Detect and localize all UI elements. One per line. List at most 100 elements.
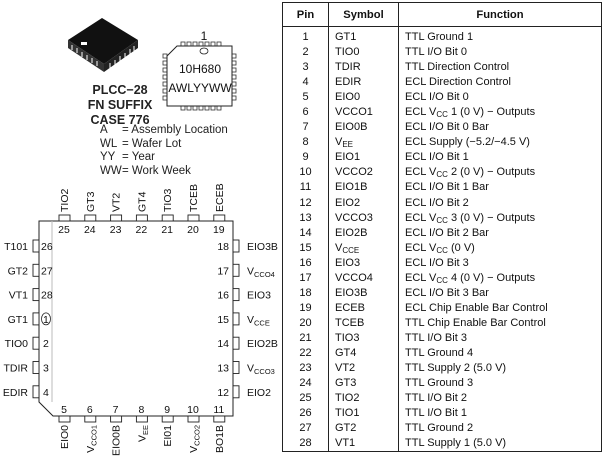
pin-pad — [84, 214, 97, 222]
pin-function: ECL I/O Bit 2 Bar — [405, 226, 489, 239]
pin1-label: 1 — [201, 29, 208, 43]
pin-pad — [187, 415, 200, 423]
pin-pad — [232, 263, 240, 277]
pin-number-label: 27 — [41, 265, 53, 277]
legend-item: A= Assembly Location — [100, 124, 228, 136]
pin-symbol: VEE — [328, 135, 399, 151]
pin-name-label: TCEB — [188, 184, 200, 212]
legend-item: YY= Year — [100, 151, 155, 164]
pin-function: ECL I/O Bit 0 Bar — [405, 121, 489, 134]
pin-number-label: 10 — [187, 404, 199, 416]
pin-number: 2 — [282, 45, 329, 61]
pin-function: ECL I/O Bit 2 — [405, 196, 469, 209]
pin-pad — [232, 385, 240, 399]
pin-number-label: 21 — [161, 224, 173, 236]
pin-function: ECL I/O Bit 3 Bar — [405, 286, 489, 299]
pin-number-label: 20 — [187, 224, 199, 236]
pin-function: ECL I/O Bit 1 — [405, 151, 469, 164]
package-case: CASE 776 — [90, 113, 150, 127]
pin-symbol: GT4 — [328, 345, 399, 362]
pin-number-label: 18 — [217, 241, 229, 253]
pin-number-label: 9 — [164, 404, 170, 416]
pin-function: TTL Ground 3 — [405, 377, 474, 390]
marking-line1: 10H680 — [179, 62, 221, 76]
pin-function: TTL I/O Bit 2 — [405, 392, 467, 405]
pin-number: 15 — [282, 240, 329, 256]
pin-name-label: TIO0 — [5, 338, 28, 350]
pin-pad — [110, 214, 123, 222]
pin-number-label: 3 — [43, 363, 49, 375]
pin-number: 4 — [282, 75, 329, 91]
pin-pad — [187, 214, 200, 222]
pin-symbol: VCCE — [328, 240, 399, 256]
pin-symbol: VCCO4 — [328, 270, 399, 286]
pin-pad — [232, 312, 240, 326]
pin-name-label: ECEB — [214, 183, 226, 212]
pin-name-label: GT4 — [136, 191, 148, 212]
legend-item: WL= Wafer Lot — [100, 137, 182, 150]
chip-body — [38, 220, 234, 417]
header-symbol: Symbol — [328, 2, 399, 27]
pin-pad — [213, 214, 226, 222]
pin-number: 18 — [282, 285, 329, 301]
pin-function: TTL Chip Enable Bar Control — [405, 316, 546, 329]
pin-symbol: TIO1 — [328, 406, 399, 422]
pin-function: ECL VCC 2 (0 V) − Outputs — [405, 166, 536, 180]
marking-line2: AWLYYWW — [168, 81, 232, 95]
pin-number: 1 — [282, 26, 329, 46]
pin-name-label: EIO3 — [247, 290, 271, 302]
pin-name-label: TDIR — [4, 363, 29, 375]
pin-symbol: VCCO1 — [328, 105, 399, 121]
pin-symbol: TIO0 — [328, 45, 399, 61]
pin-number: 7 — [282, 120, 329, 136]
pin-number: 20 — [282, 315, 329, 331]
pin-symbol: EDIR — [328, 75, 399, 91]
pin-number-label: 1 — [43, 314, 49, 326]
pin-symbol: TCEB — [328, 315, 399, 331]
pin-pad — [32, 312, 40, 326]
pin-function: ECL I/O Bit 0 — [405, 91, 469, 104]
pin-number: 21 — [282, 330, 329, 346]
pin-function: ECL I/O Bit 3 — [405, 256, 469, 269]
pin-pad — [232, 288, 240, 302]
pin-number-label: 28 — [41, 290, 53, 302]
pin-number-label: 25 — [58, 224, 70, 236]
pin-name-label: VCCO2 — [188, 425, 202, 453]
pin-name-label: TIO3 — [162, 189, 174, 212]
pin-function: TTL Supply 1 (5.0 V) — [405, 437, 507, 450]
pin-pad — [32, 385, 40, 399]
pin-name-label: VT2 — [111, 193, 123, 212]
package-name: PLCC−28 — [92, 83, 148, 97]
pin-pad — [32, 239, 40, 253]
pin-number-label: 15 — [217, 314, 229, 326]
pin-number: 9 — [282, 150, 329, 166]
pin-pad — [58, 214, 71, 222]
pin-pad — [32, 361, 40, 374]
marking-diagram: 1 10H680 AWLYYWW — [162, 29, 237, 111]
pin-function: TTL Ground 1 — [405, 31, 474, 44]
pin-symbol: GT1 — [328, 26, 399, 46]
pin-pad — [161, 214, 174, 222]
pin-number: 12 — [282, 195, 329, 211]
pin-name-label: VCCE — [247, 314, 270, 328]
pin-pad — [110, 415, 123, 423]
pin-number: 11 — [282, 180, 329, 196]
pin-number-label: 17 — [217, 265, 229, 277]
pin-name-label: EIO2 — [247, 387, 271, 399]
